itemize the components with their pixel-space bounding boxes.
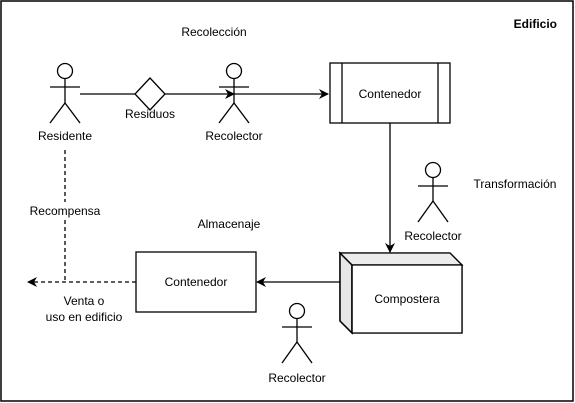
contenedor-bottom-box xyxy=(135,251,257,313)
recolector-3-actor-icon xyxy=(281,302,313,364)
section-recoleccion-label: Recolección xyxy=(181,25,246,39)
recolector-1-label: Recolector xyxy=(205,129,262,143)
recompensa-label-bg xyxy=(26,202,104,218)
frame-title: Edificio xyxy=(514,17,557,31)
recolector-1-actor-icon xyxy=(218,62,250,124)
section-transformacion-label: Transformación xyxy=(474,177,557,191)
compostera-cube xyxy=(338,251,464,335)
residuos-decision-node xyxy=(134,77,166,111)
compostera-label: Compostera xyxy=(374,292,440,306)
recolector-2-label: Recolector xyxy=(404,229,461,243)
venta-label-line1: Venta o xyxy=(64,294,105,308)
contenedor-bottom-label: Contenedor xyxy=(165,275,228,289)
venta-label-line2: uso en edificio xyxy=(46,310,123,324)
section-almacenaje-label: Almacenaje xyxy=(198,217,261,231)
recompensa-label: Recompensa xyxy=(30,204,101,218)
recolector-3-label: Recolector xyxy=(268,371,325,385)
residuos-label: Residuos xyxy=(125,107,175,121)
residente-actor-icon xyxy=(49,62,81,124)
contenedor-top-box xyxy=(329,62,451,124)
residente-label: Residente xyxy=(38,129,92,143)
recolector-2-actor-icon xyxy=(417,161,449,223)
contenedor-top-label: Contenedor xyxy=(359,87,422,101)
